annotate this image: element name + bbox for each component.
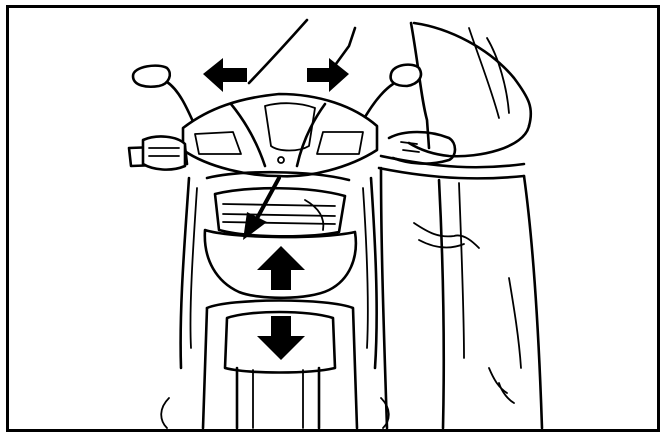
scooter-illustration <box>9 8 660 432</box>
scooter-front <box>129 20 421 428</box>
right-mirror-adjust-arrow <box>307 58 349 92</box>
illustration-frame <box>6 5 660 432</box>
left-mirror-adjust-arrow <box>203 58 247 92</box>
